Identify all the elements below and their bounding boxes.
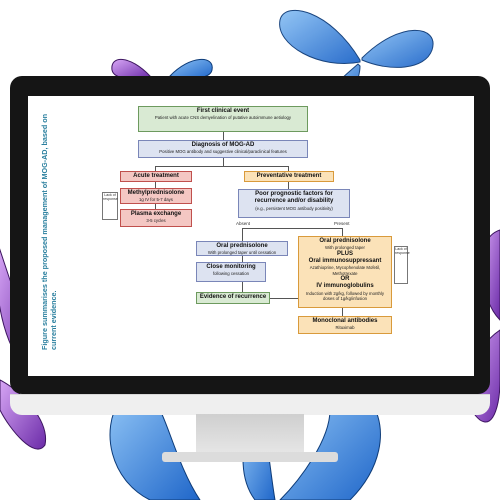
plus-label: PLUS [336,250,353,257]
connector [155,182,156,188]
connector [242,282,243,292]
oral-immuno-title: Oral immunosuppressant [308,258,382,265]
first-event-title: First clinical event [196,108,250,114]
connector [288,182,289,189]
diagnosis-text: Positive MOG antibody and suggestive cli… [159,149,287,155]
present-label: Present [334,221,350,226]
methylprednisolone-box: Methylprednisolone 1g IV for 5-7 days [120,188,192,204]
connector [270,298,298,299]
figure-caption-text: Figure summarises the proposed managemen… [40,113,58,350]
connector [223,132,224,140]
connector [155,202,156,209]
oral-prednisolone-left-box: Oral prednisolone With prolonged taper u… [196,241,288,256]
oral-pred-left-title: Oral prednisolone [216,243,268,249]
screen: Figure summarises the proposed managemen… [28,96,474,376]
or-label: OR [340,275,350,282]
plasma-text: 3-5 cycles [146,218,166,224]
connector [342,228,343,241]
oral-pred-left-text: With prolonged taper until cessation [207,250,277,256]
ivig-title: IV immunoglobulins [316,283,374,290]
connector [223,158,224,166]
monitor-stand [196,414,304,454]
connector [155,166,288,167]
monitor-chin [10,394,490,415]
close-mon-title: Close monitoring [206,264,256,270]
plasma-exchange-box: Plasma exchange 3-5 cycles [120,209,192,227]
figure-caption: Figure summarises the proposed managemen… [38,100,66,350]
diagnosis-title: Diagnosis of MOG-AD [191,142,255,148]
methylpred-text: 1g IV for 5-7 days [139,197,173,203]
connector [242,256,243,262]
lack-of-response-left: Lack of response [102,192,118,220]
first-event-box: First clinical event Patient with acute … [138,106,308,132]
monitor-base [162,452,338,462]
monoclonal-text: Rituximab [335,325,355,331]
connector [242,228,243,241]
preventative-treatment-box: Preventative treatment [244,171,334,182]
connector [342,308,343,316]
poor-prognostic-box: Poor prognostic factors for recurrence a… [238,189,350,218]
acute-treatment-box: Acute treatment [120,171,192,182]
diagnosis-box: Diagnosis of MOG-AD Positive MOG antibod… [138,140,308,158]
connector [155,166,156,171]
close-monitoring-box: Close monitoring following cessation [196,262,266,282]
evidence-recurrence-box: Evidence of recurrence [196,292,270,304]
methylpred-title: Methylprednisolone [127,190,185,196]
plasma-title: Plasma exchange [130,211,182,217]
lack-of-response-right: Lack of response [394,246,410,284]
ivig-text: Induction with 2g/kg, followed by monthl… [305,290,385,301]
first-event-text: Patient with acute CNS demyelination of … [154,115,292,121]
absent-label: Absent [236,221,251,226]
evidence-title: Evidence of recurrence [199,294,267,300]
close-mon-text: following cessation [212,271,250,277]
oral-pred-right-title: Oral prednisolone [319,238,371,244]
monoclonal-box: Monoclonal antibodies Rituximab [298,316,392,334]
monoclonal-title: Monoclonal antibodies [312,318,378,324]
poor-prog-text: (e.g., persistent MOG antibody positivit… [255,205,333,211]
connector [242,228,342,229]
poor-prog-title: Poor prognostic factors for recurrence a… [254,191,334,205]
oral-prednisolone-right-box: Oral prednisolone With prolonged taper P… [298,236,392,308]
preventative-title: Preventative treatment [256,173,322,179]
acute-title: Acute treatment [133,173,179,179]
connector [288,166,289,171]
immuno-drugs-text: Azathioprine, Mycophenolate Mofetil, Met… [309,265,381,276]
oral-pred-right-text: With prolonged taper [325,245,365,251]
